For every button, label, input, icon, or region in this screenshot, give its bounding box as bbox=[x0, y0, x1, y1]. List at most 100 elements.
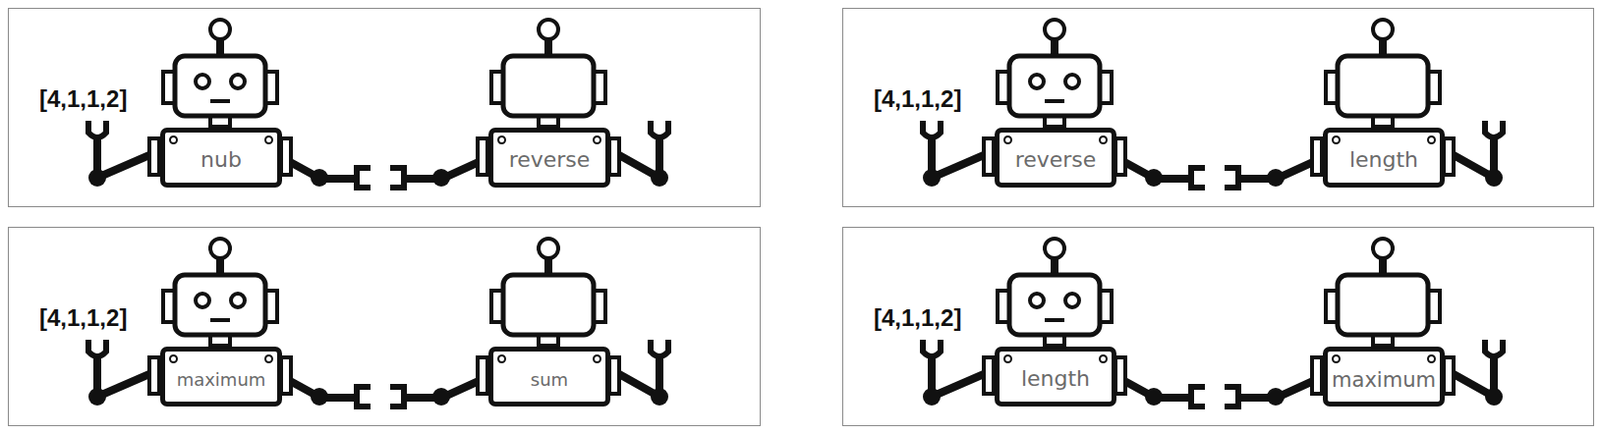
input-list: [4,1,1,2] bbox=[873, 305, 962, 332]
gap-cover bbox=[358, 390, 402, 404]
robot-body: reverse bbox=[994, 127, 1117, 188]
gripper bbox=[1485, 120, 1503, 138]
hand-claw bbox=[356, 168, 371, 188]
bolt bbox=[169, 135, 178, 145]
bolt bbox=[264, 354, 274, 364]
antenna-ball bbox=[1372, 19, 1393, 40]
robot-shoulder bbox=[983, 138, 994, 175]
robot-body: maximum bbox=[1322, 346, 1445, 407]
robot-head bbox=[1009, 56, 1100, 116]
robot-shoulder bbox=[609, 357, 620, 395]
robot-body: length bbox=[994, 346, 1117, 407]
input-list: [4,1,1,2] bbox=[39, 86, 127, 113]
panel-frame: [4,1,1,2] maximum sum bbox=[7, 227, 761, 427]
gripper bbox=[922, 340, 941, 357]
robot-eye bbox=[1029, 74, 1044, 89]
antenna-ball bbox=[210, 238, 230, 259]
robot-eye bbox=[195, 74, 210, 89]
antenna-ball bbox=[1044, 19, 1065, 40]
gripper bbox=[88, 120, 107, 138]
hand-claw bbox=[1224, 168, 1239, 188]
arm-joint bbox=[1144, 388, 1163, 406]
robot-eye bbox=[1065, 74, 1080, 89]
bolt bbox=[592, 135, 602, 145]
function-name: sum bbox=[530, 370, 569, 391]
robot-head bbox=[174, 56, 266, 116]
robot-shoulder bbox=[149, 357, 160, 395]
robot-head bbox=[1009, 275, 1100, 336]
gripper bbox=[650, 340, 669, 357]
robot-shoulder bbox=[1312, 138, 1322, 175]
robot-shoulder bbox=[1115, 357, 1126, 395]
panel-frame: [4,1,1,2] length maximum bbox=[842, 227, 1595, 427]
bolt bbox=[1331, 354, 1341, 364]
arm-joint bbox=[310, 388, 329, 406]
robot-eye bbox=[195, 293, 210, 308]
bolt bbox=[1003, 354, 1013, 364]
robot-shoulder bbox=[1443, 138, 1454, 175]
panel-frame: [4,1,1,2] nub reverse bbox=[7, 7, 761, 208]
hand-claw bbox=[390, 168, 404, 188]
bolt bbox=[264, 135, 274, 145]
robot-body: length bbox=[1322, 127, 1445, 188]
function-name: length bbox=[1349, 148, 1419, 172]
robot-head bbox=[1337, 275, 1429, 336]
panel-frame: [4,1,1,2] reverse length bbox=[842, 7, 1595, 208]
robot-mouth bbox=[1044, 99, 1065, 104]
bolt bbox=[497, 135, 507, 145]
arm-joint bbox=[88, 388, 107, 406]
antenna-ball bbox=[538, 19, 559, 40]
robot-mouth bbox=[210, 99, 230, 104]
bolt bbox=[1098, 135, 1108, 145]
gripper bbox=[650, 120, 669, 138]
robot-shoulder bbox=[983, 357, 994, 395]
bolt bbox=[1331, 135, 1341, 145]
input-list: [4,1,1,2] bbox=[39, 305, 127, 332]
function-name: length bbox=[1021, 367, 1090, 392]
antenna-ball bbox=[210, 19, 230, 40]
bolt bbox=[497, 354, 507, 364]
arm-joint bbox=[1266, 169, 1285, 187]
antenna-ball bbox=[538, 238, 559, 259]
arm-joint bbox=[1485, 169, 1503, 187]
robot-shoulder bbox=[149, 138, 160, 175]
arm-joint bbox=[1266, 388, 1285, 406]
robot-eye bbox=[230, 293, 245, 308]
arm-joint bbox=[432, 388, 451, 406]
robot-body: sum bbox=[488, 346, 611, 407]
hand-claw bbox=[356, 387, 371, 407]
robot-mouth bbox=[210, 318, 230, 323]
robot-shoulder bbox=[477, 357, 488, 395]
robot-shoulder bbox=[477, 138, 488, 175]
robot-shoulder bbox=[1115, 138, 1126, 175]
bolt bbox=[1003, 135, 1013, 145]
function-name: reverse bbox=[509, 148, 591, 172]
bolt bbox=[592, 354, 602, 364]
antenna-ball bbox=[1044, 238, 1065, 259]
gripper bbox=[922, 120, 941, 138]
arm-joint bbox=[88, 169, 107, 187]
hand-claw bbox=[1191, 168, 1205, 188]
robot-eye bbox=[230, 74, 245, 89]
robot-mouth bbox=[1044, 318, 1065, 323]
bolt bbox=[1427, 354, 1436, 364]
robot-shoulder bbox=[281, 357, 291, 395]
robot-shoulder bbox=[1443, 357, 1454, 395]
bolt bbox=[1427, 135, 1436, 145]
arm-joint bbox=[1485, 388, 1503, 406]
robot-shoulder bbox=[1312, 357, 1322, 395]
function-name: reverse bbox=[1015, 148, 1097, 172]
robot-head bbox=[503, 56, 594, 116]
robot-head bbox=[503, 275, 594, 336]
input-list: [4,1,1,2] bbox=[873, 86, 962, 113]
arm-joint bbox=[922, 388, 941, 406]
robot-body: maximum bbox=[160, 346, 283, 407]
gripper bbox=[1485, 340, 1503, 357]
gripper bbox=[88, 340, 107, 357]
hand-claw bbox=[390, 387, 404, 407]
function-name: nub bbox=[200, 148, 242, 172]
robot-shoulder bbox=[281, 138, 291, 175]
robot-head bbox=[1337, 56, 1429, 116]
function-name: maximum bbox=[1331, 368, 1436, 392]
